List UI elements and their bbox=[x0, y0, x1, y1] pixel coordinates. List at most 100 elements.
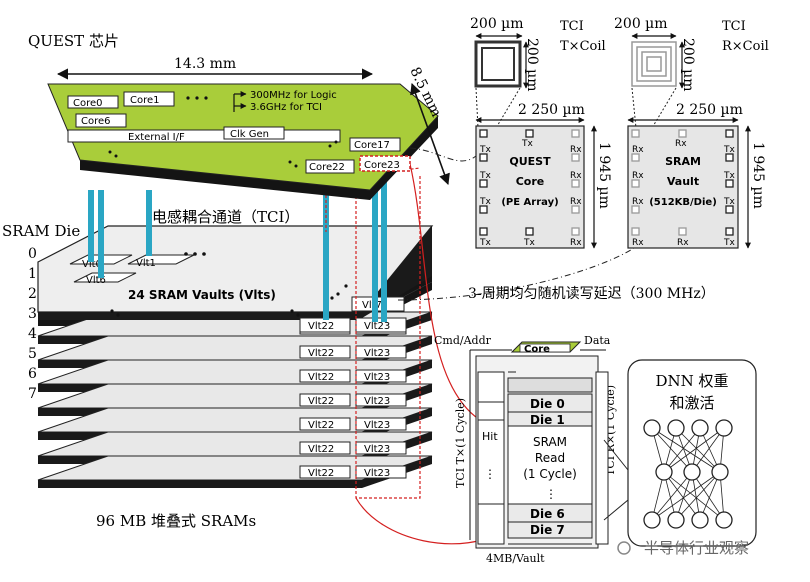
coil-pad-label: Rx bbox=[570, 145, 582, 155]
left-ellipsis: ⋮ bbox=[484, 467, 496, 481]
nn-edge bbox=[651, 427, 721, 473]
vault-die-height-label: 1 945 µm bbox=[750, 142, 766, 209]
nn-node bbox=[667, 511, 685, 529]
core-chip-label: Core bbox=[524, 344, 550, 355]
die-number: 4 bbox=[28, 326, 37, 342]
vault-label-vlt6: Vlt6 bbox=[86, 275, 106, 286]
vault-label-vlt7: Vlt7 bbox=[362, 300, 382, 311]
nn-edge bbox=[691, 471, 725, 521]
coil-pad-label: Tx bbox=[521, 139, 533, 149]
die-number: 3 bbox=[28, 306, 37, 322]
coil-pad-label: Rx bbox=[677, 238, 689, 248]
coil-pad bbox=[678, 227, 687, 236]
nn-node bbox=[643, 511, 661, 529]
die-6-label: Die 6 bbox=[530, 507, 565, 521]
vault-box bbox=[299, 393, 351, 407]
dnn-title: DNN 权重 bbox=[655, 372, 728, 390]
vault-access-diagram: Cmd/Addr Data Core TCI T×(1 Cycle) TCI R… bbox=[434, 334, 617, 565]
coil-pad bbox=[571, 153, 580, 162]
coil-pad-label: Rx bbox=[632, 145, 644, 155]
coil-pad-label: Rx bbox=[632, 238, 644, 248]
coil-pad bbox=[631, 227, 640, 236]
vault-label-repeat: Vlt22 bbox=[308, 396, 334, 407]
rx-coil-name: TCI bbox=[722, 19, 746, 34]
nn-edge bbox=[663, 427, 701, 473]
vault-label-repeat: Vlt23 bbox=[364, 348, 390, 359]
coil-pad bbox=[479, 153, 488, 162]
core-die-height-label: 1 945 µm bbox=[596, 142, 612, 209]
vault-summary-label: 24 SRAM Vaults (Vlts) bbox=[128, 288, 276, 302]
core-label-core22: Core22 bbox=[309, 162, 345, 173]
coil-pad-label: Rx bbox=[632, 197, 644, 207]
watermark: 半导体行业观察 bbox=[617, 539, 749, 557]
die-0-label: Die 0 bbox=[530, 397, 565, 411]
nn-node bbox=[683, 463, 701, 481]
watermark-text: 半导体行业观察 bbox=[644, 539, 749, 557]
sram-read-line3: (1 Cycle) bbox=[523, 467, 577, 481]
external-if-bar bbox=[67, 129, 341, 143]
coil-pad-label: Tx bbox=[523, 238, 535, 248]
neural-network-graphic bbox=[643, 419, 733, 529]
external-if-label: External I/F bbox=[128, 132, 185, 143]
vault-label-repeat: Vlt23 bbox=[364, 444, 390, 455]
coil-pad bbox=[479, 205, 488, 214]
vault-box bbox=[299, 345, 351, 359]
coil-pad bbox=[525, 227, 534, 236]
rx-coil-detail: 200 µm 200 µm TCI R×Coil bbox=[614, 16, 769, 92]
vault-box bbox=[299, 369, 351, 383]
nn-edge bbox=[663, 427, 725, 473]
die-link-lines bbox=[397, 147, 635, 301]
coil-pad bbox=[631, 179, 640, 188]
coil-pad bbox=[479, 179, 488, 188]
die-number: 2 bbox=[28, 286, 37, 302]
tx-coil-detail: 200 µm 200 µm TCI T×Coil bbox=[470, 16, 606, 92]
die-1-label: Die 1 bbox=[530, 413, 565, 427]
nn-node bbox=[691, 511, 709, 529]
die-number: 7 bbox=[28, 386, 37, 402]
vault-ellipsis-dots bbox=[110, 252, 348, 317]
clk-gen-label: Clk Gen bbox=[230, 129, 269, 140]
logic-clock-label: 300MHz for Logic bbox=[250, 90, 337, 101]
nn-node bbox=[667, 419, 685, 437]
core-label-core6: Core6 bbox=[81, 116, 111, 127]
core-die-line1: QUEST bbox=[509, 155, 551, 168]
core-die-width-label: 2 250 µm bbox=[518, 102, 585, 118]
vault-label-repeat: Vlt22 bbox=[308, 468, 334, 479]
vault-die-line3: (512KB/Die) bbox=[649, 197, 717, 208]
vault-size-label: 4MB/Vault bbox=[486, 552, 545, 565]
chip-side bbox=[80, 116, 438, 200]
coil-pad-label: Rx bbox=[570, 197, 582, 207]
coil-pad bbox=[525, 129, 534, 138]
sram-read-line2: Read bbox=[535, 451, 565, 465]
stack-caption: 96 MB 堆叠式 SRAMs bbox=[96, 512, 256, 530]
coil-pad bbox=[725, 205, 734, 214]
coil-pad-label: Tx bbox=[479, 171, 491, 181]
nn-node bbox=[643, 419, 661, 437]
rx-coil-size-h: 200 µm bbox=[614, 16, 668, 32]
vault-box bbox=[355, 393, 407, 407]
vault-label-repeat: Vlt23 bbox=[364, 468, 390, 479]
die-number: 0 bbox=[28, 246, 37, 262]
coil-pad bbox=[678, 129, 687, 138]
vault-box bbox=[299, 417, 351, 431]
sram-layer-edge bbox=[38, 480, 362, 488]
tx-coil-size-h: 200 µm bbox=[470, 16, 524, 32]
coil-pad bbox=[725, 227, 734, 236]
nn-edge bbox=[651, 427, 693, 473]
coil-pad bbox=[725, 153, 734, 162]
latency-caption: 3-周期均匀随机读写延迟（300 MHz） bbox=[468, 285, 715, 302]
coil-pad-label: Tx bbox=[479, 197, 491, 207]
coil-pad bbox=[479, 227, 488, 236]
vault-label-repeat: Vlt23 bbox=[364, 420, 390, 431]
core-ellipsis-dots bbox=[108, 96, 338, 168]
tci-channel-label: 电感耦合通道（TCI） bbox=[152, 208, 299, 226]
tx-coil-kind: T×Coil bbox=[560, 39, 606, 54]
chip-title: QUEST 芯片 bbox=[28, 32, 119, 50]
vault-label-vlt22: Vlt22 bbox=[308, 321, 334, 332]
coil-pad-label: Tx bbox=[479, 145, 491, 155]
nn-node bbox=[711, 463, 729, 481]
vault-label-vlt1: Vlt1 bbox=[136, 258, 156, 269]
vault-label-vlt23: Vlt23 bbox=[364, 321, 390, 332]
